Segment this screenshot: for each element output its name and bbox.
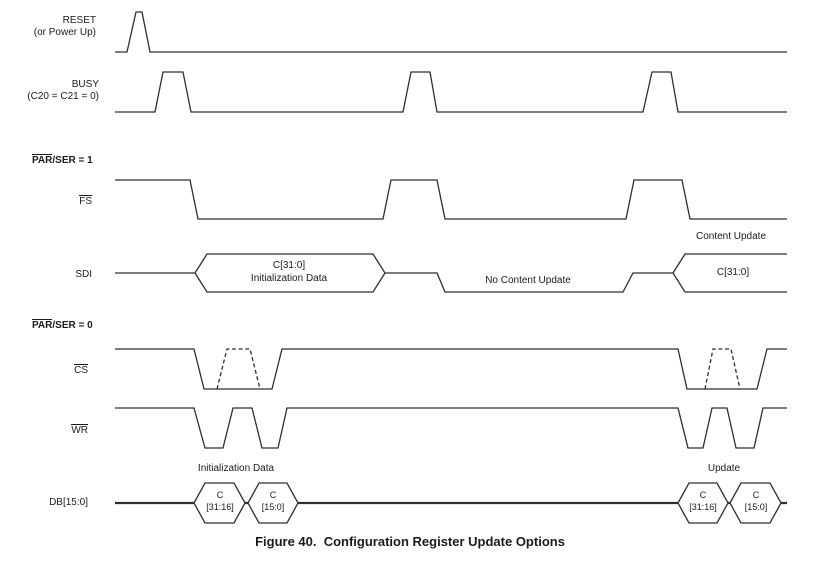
parser0-overlined: PAR xyxy=(32,319,53,331)
db-hex1-line2: [31:16] xyxy=(206,502,234,512)
sdi-update-bus-value: C[31:0] xyxy=(716,267,750,278)
sdi-init-line1: C[31:0] xyxy=(272,260,306,271)
parser1-overlined: PAR xyxy=(32,154,53,166)
reset-sublabel: (or Power Up) xyxy=(33,27,96,38)
parser0-rest: /SER = 0 xyxy=(52,320,93,331)
cs-signal-label: CS xyxy=(8,364,88,377)
db-hex2-line1: C xyxy=(269,490,277,500)
no-content-update-annotation: No Content Update xyxy=(485,275,571,286)
section-heading-serial: PAR/SER = 1 xyxy=(32,154,93,167)
busy-waveform xyxy=(115,71,787,113)
cs-label: CS xyxy=(74,364,88,376)
db-hex-value-1: C [31:16] xyxy=(206,489,234,513)
figure-caption: Figure 40. Configuration Register Update… xyxy=(255,534,565,549)
db-hex4-line1: C xyxy=(752,490,760,500)
reset-waveform xyxy=(115,11,787,53)
sdi-signal-label: SDI xyxy=(12,269,92,281)
sdi-waveform xyxy=(115,253,787,293)
cs-waveform xyxy=(115,348,787,390)
db-hex3-line2: [31:16] xyxy=(689,502,717,512)
section-heading-parallel: PAR/SER = 0 xyxy=(32,319,93,332)
busy-sublabel: (C20 = C21 = 0) xyxy=(27,91,99,102)
parser1-rest: /SER = 1 xyxy=(52,155,93,166)
content-update-annotation: Content Update xyxy=(695,231,767,242)
sdi-init-line2: Initialization Data xyxy=(250,273,328,284)
wr-signal-label: WR xyxy=(8,424,88,437)
reset-signal-label: RESET (or Power Up) xyxy=(16,15,96,39)
sdi-init-data-annotation: C[31:0] Initialization Data xyxy=(251,259,327,285)
db-hex2-line2: [15:0] xyxy=(261,502,285,512)
wr-waveform xyxy=(115,407,787,449)
reset-label: RESET xyxy=(62,15,96,26)
db-label: DB[15:0] xyxy=(49,497,88,508)
db-hex4-line2: [15:0] xyxy=(744,502,768,512)
db-update-label: Update xyxy=(707,463,741,474)
db-hex-value-4: C [15:0] xyxy=(745,489,768,513)
cs-dashed-pulse xyxy=(216,348,741,390)
wr-label: WR xyxy=(71,424,88,436)
db-signal-label: DB[15:0] xyxy=(8,497,88,509)
sdi-label: SDI xyxy=(75,269,92,280)
busy-label: BUSY xyxy=(71,79,99,90)
db-init-data-label: Initialization Data xyxy=(197,463,275,474)
db-hex1-line1: C xyxy=(216,490,224,500)
db-hex3-line1: C xyxy=(699,490,707,500)
fs-label: FS xyxy=(79,195,92,207)
db-hex-value-2: C [15:0] xyxy=(262,489,285,513)
db-hex-value-3: C [31:16] xyxy=(689,489,717,513)
busy-signal-label: BUSY (C20 = C21 = 0) xyxy=(19,79,99,103)
fs-waveform xyxy=(115,179,787,220)
fs-signal-label: FS xyxy=(12,195,92,208)
